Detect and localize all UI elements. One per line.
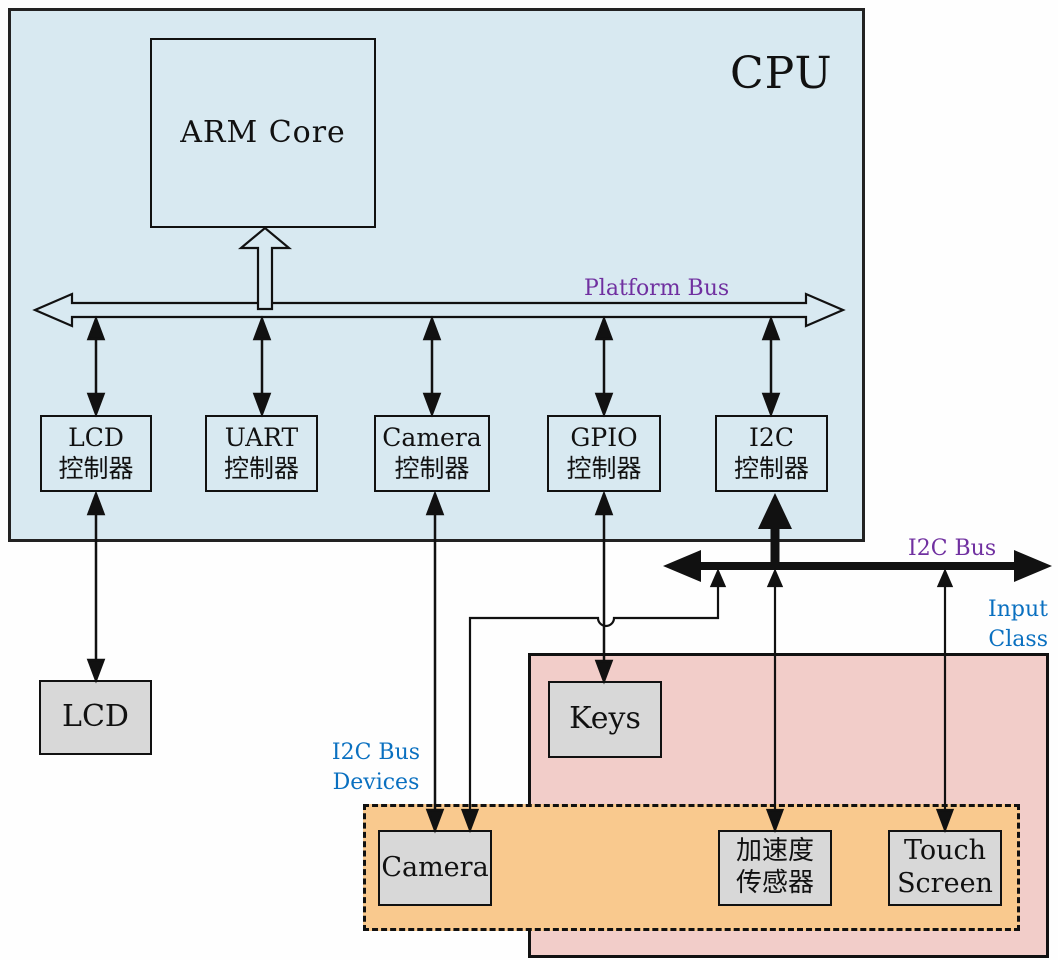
camera-i2c-up-arrowhead <box>709 568 727 588</box>
arm-core-box: ARM Core <box>150 38 376 228</box>
platform-bus-label: Platform Bus <box>584 276 730 301</box>
accel-sensor-label-line1: 加速度 <box>735 836 814 867</box>
input-class-label-line2: Class <box>988 626 1048 652</box>
camera-controller-label-line2: 控制器 <box>394 453 470 483</box>
controller-box-i2c: I2C 控制器 <box>715 415 828 492</box>
cpu-label: CPU <box>730 48 833 99</box>
camera-controller-connection <box>425 490 445 834</box>
lcd-label: LCD <box>62 699 129 735</box>
i2c-devices-label-line1: I2C Bus <box>331 740 421 765</box>
controller-box-uart: UART 控制器 <box>205 415 318 492</box>
accel-sensor-box: 加速度 传感器 <box>718 830 832 906</box>
i2c-bus-label: I2C Bus <box>908 536 997 561</box>
lcd-controller-label-line1: LCD <box>68 423 124 452</box>
keys-box: Keys <box>548 681 662 758</box>
keys-label: Keys <box>569 701 641 737</box>
accel-sensor-label-line2: 传感器 <box>735 868 814 898</box>
i2c-devices-label-line2: Devices <box>332 769 420 795</box>
i2c-controller-label-line1: I2C <box>749 423 794 452</box>
controller-box-gpio: GPIO 控制器 <box>547 415 661 492</box>
i2c-devices-label: I2C Bus Devices <box>328 738 424 797</box>
controller-box-lcd: LCD 控制器 <box>40 415 152 492</box>
gpio-controller-label-line1: GPIO <box>570 423 638 452</box>
i2c-bus-right-arrowhead <box>1014 550 1052 582</box>
uart-controller-label-line2: 控制器 <box>223 453 299 483</box>
uart-controller-label-line1: UART <box>224 423 299 452</box>
touch-screen-box: Touch Screen <box>888 830 1002 906</box>
touch-screen-label-line2: Screen <box>897 868 993 899</box>
gpio-controller-label-line2: 控制器 <box>566 453 642 483</box>
camera-box: Camera <box>378 830 492 906</box>
camera-controller-label-line1: Camera <box>382 423 482 452</box>
input-class-label-line1: Input <box>988 597 1048 622</box>
lcd-box: LCD <box>39 680 152 755</box>
controller-box-camera: Camera 控制器 <box>374 415 490 492</box>
touch-screen-label-line1: Touch <box>903 835 987 867</box>
i2c-controller-label-line2: 控制器 <box>733 453 809 483</box>
camera-label: Camera <box>381 851 489 883</box>
input-class-label: Input Class <box>988 595 1048 654</box>
i2c-bus-left-arrowhead <box>663 550 701 582</box>
lcd-controller-label-line2: 控制器 <box>58 453 134 483</box>
arm-core-label: ARM Core <box>180 114 346 150</box>
